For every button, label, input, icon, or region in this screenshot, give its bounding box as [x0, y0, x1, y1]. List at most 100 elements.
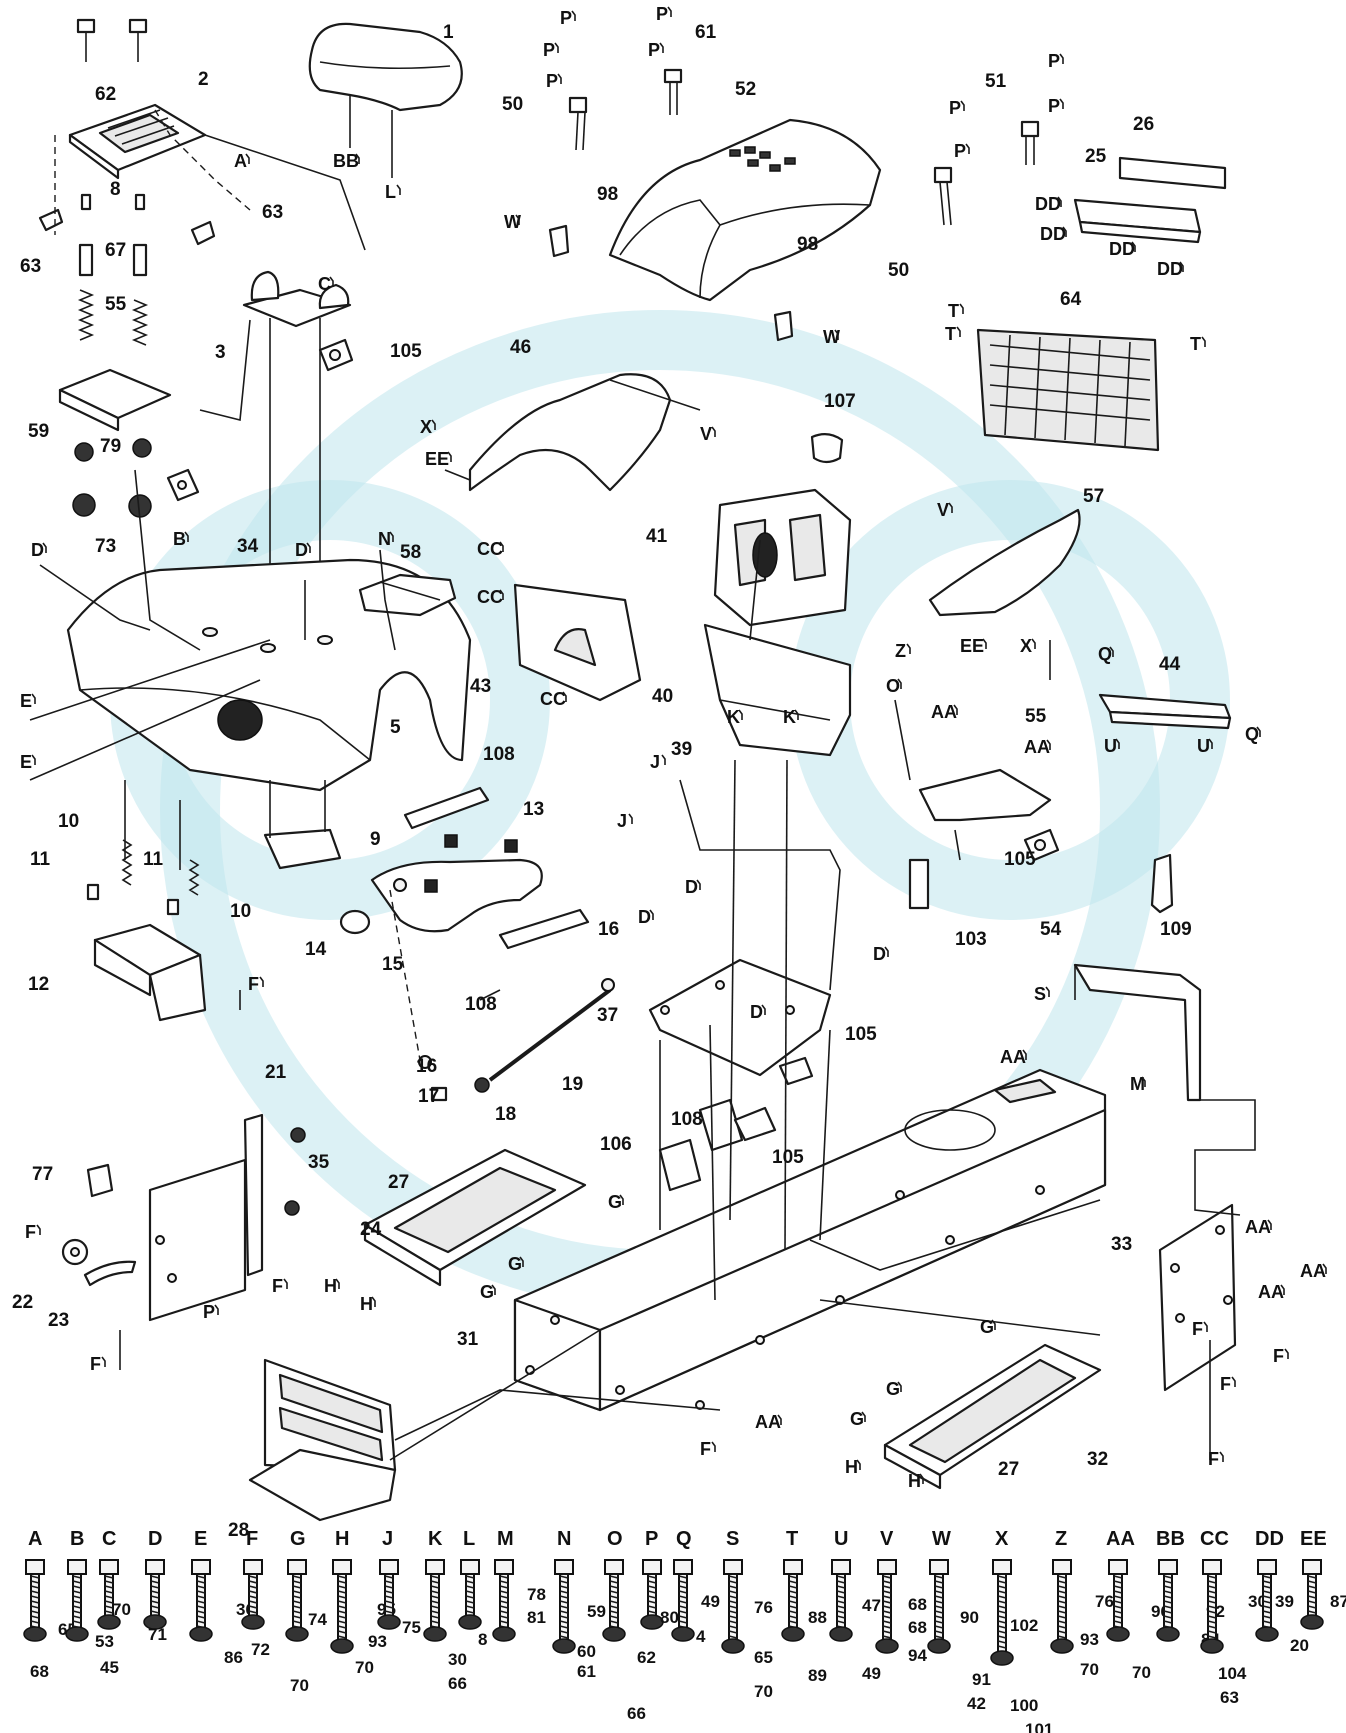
bolt-head-icon [783, 1559, 803, 1575]
nut-icon [285, 1626, 309, 1642]
letter-label: Q [1098, 644, 1114, 664]
thread-mark [196, 1600, 206, 1604]
hardware-letter: S [726, 1528, 739, 1550]
thread-mark [678, 1595, 688, 1599]
letter-label: N [378, 529, 394, 549]
letter-label-text: Q [1098, 644, 1112, 664]
hardware-part-number: 49 [862, 1664, 881, 1683]
letter-label: D [873, 944, 889, 964]
thread-mark [934, 1595, 944, 1599]
label-tick [1057, 196, 1062, 207]
thread-mark [1262, 1620, 1272, 1624]
callout-number: 108 [671, 1109, 703, 1130]
letter-label: V [937, 500, 953, 520]
thread-mark [559, 1590, 569, 1594]
label-tick [1267, 1219, 1272, 1230]
callout-number: 11 [143, 849, 164, 870]
hardware-part-number: 68 [30, 1662, 49, 1681]
label-tick [965, 143, 970, 154]
letter-label: F [248, 974, 264, 994]
thread-mark [72, 1610, 82, 1614]
thread-mark [384, 1610, 394, 1614]
part-21-channel [243, 1113, 264, 1277]
thread-mark [1057, 1625, 1067, 1629]
part-105-clip [1023, 828, 1060, 862]
letter-label-text: P [1048, 96, 1060, 116]
thread-mark [1113, 1590, 1123, 1594]
letter-label-text: EE [960, 636, 984, 656]
letter-label-text: V [700, 424, 712, 444]
part-57-side-rail [928, 508, 1081, 617]
hardware-part-number: 70 [1080, 1660, 1099, 1679]
bolt-shank-icon [384, 1573, 394, 1617]
thread-mark [997, 1630, 1007, 1634]
part-105-clip [733, 1106, 777, 1142]
letter-label: AA [1024, 737, 1051, 757]
part-10-springs [121, 839, 200, 896]
callout-number: 46 [510, 337, 531, 358]
thread-mark [678, 1580, 688, 1584]
letter-label-text: K [727, 707, 740, 727]
hardware-part-number: 47 [862, 1596, 881, 1615]
callout-number: 33 [1111, 1234, 1132, 1255]
hardware-part-number: 63 [1220, 1688, 1239, 1707]
thread-mark [1207, 1600, 1217, 1604]
thread-mark [1163, 1615, 1173, 1619]
callout-number: 1 [443, 22, 454, 43]
label-tick [897, 678, 902, 689]
thread-mark [72, 1615, 82, 1619]
thread-mark [997, 1600, 1007, 1604]
label-tick [794, 709, 799, 720]
thread-mark [292, 1600, 302, 1604]
part-16-clip [601, 978, 615, 992]
part-25-bracket [1073, 198, 1202, 244]
callout-number: 13 [523, 799, 544, 820]
letter-label-text: G [480, 1282, 494, 1302]
letter-label: CC [477, 587, 504, 607]
letter-label-text: T [948, 301, 959, 321]
letter-label: J [617, 811, 633, 831]
thread-mark [248, 1575, 258, 1579]
letter-label: H [360, 1294, 376, 1314]
thread-mark [499, 1620, 509, 1624]
letter-label: Z [895, 641, 911, 661]
letter-label: D [685, 877, 701, 897]
hardware-part-number: 75 [402, 1618, 421, 1637]
letter-label-text: X [420, 417, 432, 437]
letter-label-text: BB [333, 151, 359, 171]
label-tick [1208, 738, 1213, 749]
thread-mark [882, 1590, 892, 1594]
bolt-head-icon [1257, 1559, 1277, 1575]
thread-mark [882, 1620, 892, 1624]
letter-label-text: M [1130, 1074, 1145, 1094]
letter-label: P [546, 71, 562, 91]
letter-label-text: D [31, 540, 44, 560]
hardware-column: F72 [241, 1528, 270, 1659]
letter-label-text: CC [477, 539, 503, 559]
thread-mark [934, 1620, 944, 1624]
hardware-part-number: 91 [972, 1670, 991, 1689]
hardware-part-number: 86 [224, 1648, 243, 1667]
thread-mark [30, 1585, 40, 1589]
thread-mark [934, 1625, 944, 1629]
part-105-clip [318, 338, 354, 372]
thread-mark [997, 1625, 1007, 1629]
letter-label-text: J [617, 811, 627, 831]
thread-mark [934, 1600, 944, 1604]
thread-mark [788, 1585, 798, 1589]
thread-mark [559, 1630, 569, 1634]
label-tick [761, 1004, 766, 1015]
letter-label: U [1104, 736, 1120, 756]
part-23-link [83, 1260, 137, 1287]
thread-mark [1262, 1585, 1272, 1589]
thread-mark [1262, 1610, 1272, 1614]
label-tick [259, 976, 264, 987]
letter-label: E [20, 691, 36, 711]
label-tick [1109, 646, 1114, 657]
